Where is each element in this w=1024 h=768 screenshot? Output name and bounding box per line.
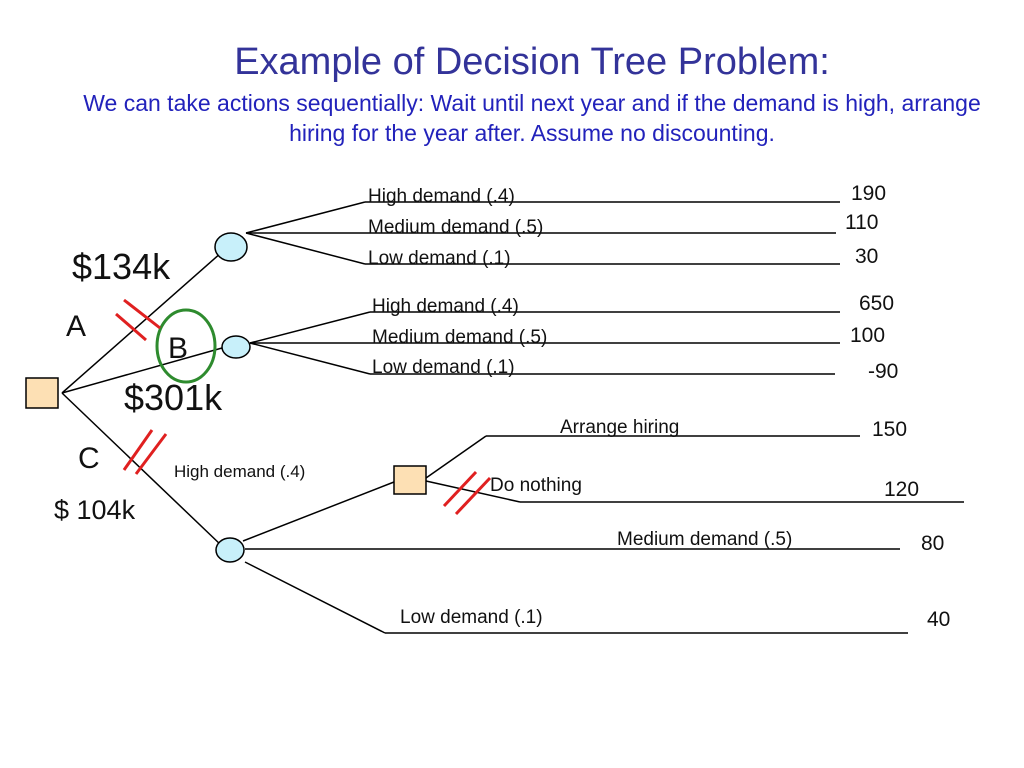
branch-b-low-payoff: -90 xyxy=(868,360,899,383)
prune-mark-sub-2 xyxy=(454,476,492,516)
prune-mark-a-1 xyxy=(115,312,147,342)
branch-b-medium-payoff: 100 xyxy=(850,324,886,347)
branch-b-medium-label: Medium demand (.5) xyxy=(372,327,548,348)
slide-subtitle: We can take actions sequentially: Wait u… xyxy=(83,90,981,146)
option-c-letter: C xyxy=(78,442,100,475)
branch-c-high-label: High demand (.4) xyxy=(174,462,306,481)
edge-sub-hire xyxy=(425,435,487,479)
highlight-circle xyxy=(155,308,217,384)
edge-a-high xyxy=(245,201,366,234)
edge-sub-nothing xyxy=(425,480,521,503)
branch-a-low-label: Low demand (.1) xyxy=(368,248,511,269)
root-decision-node xyxy=(25,377,59,409)
option-a-letter: A xyxy=(66,310,87,343)
chance-node-a xyxy=(214,232,248,262)
chance-node-b xyxy=(221,335,251,359)
option-c-value: $ 104k xyxy=(54,495,136,525)
branch-b-high-label: High demand (.4) xyxy=(372,296,519,317)
edge-b-low xyxy=(249,342,371,375)
prune-mark-c-2 xyxy=(134,433,168,475)
slide-title: Example of Decision Tree Problem: xyxy=(234,41,830,83)
edge-root-b xyxy=(61,347,223,394)
tree-edges xyxy=(61,201,964,634)
prune-marks xyxy=(115,298,492,516)
edge-root-a xyxy=(61,251,223,394)
edge-root-c xyxy=(61,392,223,547)
sub-nothing-payoff: 120 xyxy=(884,478,920,501)
branch-b-low-label: Low demand (.1) xyxy=(372,357,515,378)
branch-b-high-payoff: 650 xyxy=(859,292,895,315)
option-b-value: $301k xyxy=(124,377,223,418)
branch-c-medium-payoff: 80 xyxy=(921,532,945,555)
branch-c-medium-label: Medium demand (.5) xyxy=(617,529,793,550)
option-b-letter: B xyxy=(168,332,189,365)
prune-mark-c-1 xyxy=(122,429,154,471)
branch-a-low-payoff: 30 xyxy=(855,245,879,268)
prune-mark-sub-1 xyxy=(442,470,478,508)
option-a-value: $134k xyxy=(72,246,171,287)
edge-a-low xyxy=(245,232,366,265)
sub-decision-node xyxy=(393,465,427,495)
chance-node-c xyxy=(215,537,245,563)
branch-a-high-label: High demand (.4) xyxy=(368,186,515,207)
branch-c-low-label: Low demand (.1) xyxy=(400,607,543,628)
prune-mark-a-2 xyxy=(123,298,161,330)
edge-c-high xyxy=(242,481,395,542)
sub-hire-payoff: 150 xyxy=(872,418,908,441)
edge-c-low xyxy=(244,561,386,634)
sub-hire-label: Arrange hiring xyxy=(560,417,680,438)
branch-c-low-payoff: 40 xyxy=(927,608,951,631)
branch-a-medium-label: Medium demand (.5) xyxy=(368,217,544,238)
sub-nothing-label: Do nothing xyxy=(490,475,582,496)
edge-b-high xyxy=(249,311,371,344)
branch-a-high-payoff: 190 xyxy=(851,182,887,205)
branch-a-medium-payoff: 110 xyxy=(845,211,879,234)
